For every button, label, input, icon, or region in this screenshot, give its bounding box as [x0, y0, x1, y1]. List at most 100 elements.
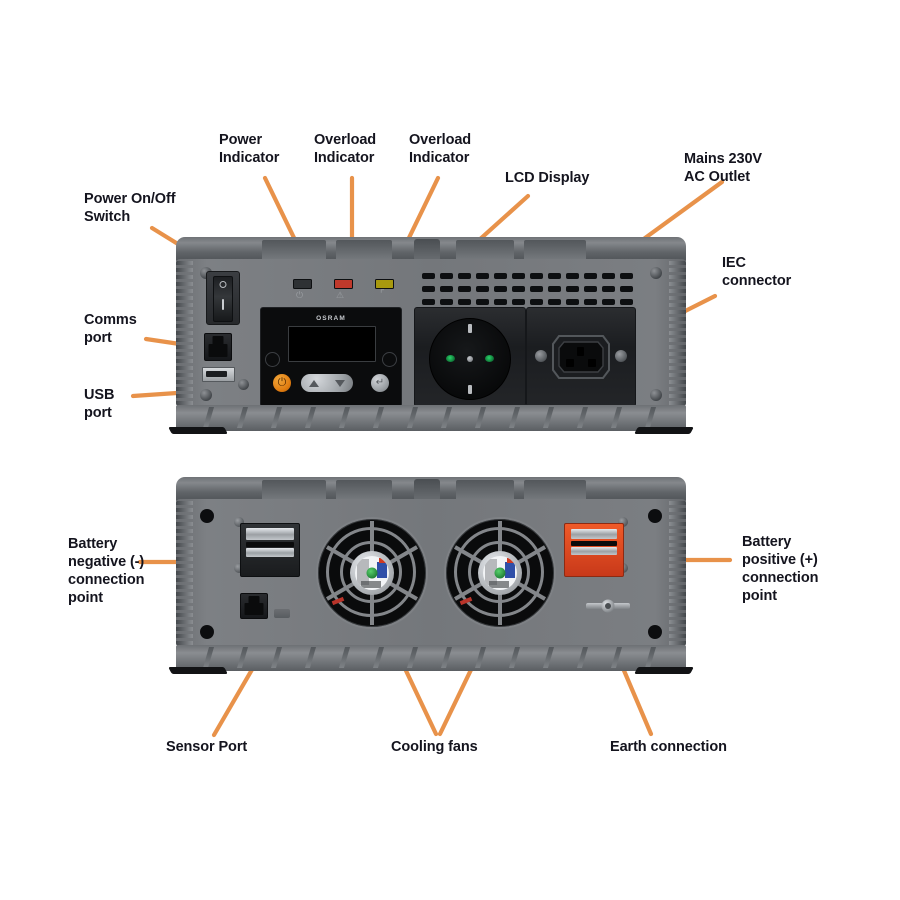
- arrow-up-icon: [309, 380, 319, 387]
- comms-port-key: [212, 336, 224, 345]
- outlet-center-screw: [467, 356, 473, 362]
- cap-wedge: [262, 480, 326, 501]
- iec-connector[interactable]: [551, 334, 611, 380]
- iec-screw-right[interactable]: [615, 350, 627, 362]
- label-power-on-off-switch: Power On/Off Switch: [84, 191, 176, 225]
- lcd-display: [288, 326, 376, 362]
- label-lcd-display: LCD Display: [505, 170, 590, 186]
- heatsink-fins-right: [669, 499, 686, 647]
- heatsink-fins-right: [669, 259, 686, 407]
- brand-label: OSRAM: [316, 315, 346, 322]
- sensor-port-cavity: [244, 603, 264, 615]
- rear-label-plate: [274, 609, 290, 618]
- power-on-off-switch[interactable]: [206, 271, 240, 325]
- comms-port-cavity: [208, 344, 228, 357]
- cap-wedge: [336, 480, 392, 501]
- cap-wedge: [524, 480, 586, 501]
- control-module: OSRAM ⏻ ↵: [260, 307, 402, 407]
- mounting-foot-right: [634, 427, 694, 434]
- fan-spoke: [498, 573, 502, 625]
- corner-boss: [200, 389, 212, 401]
- corner-hole: [648, 509, 662, 523]
- panel-screw: [618, 517, 628, 527]
- label-iec-connector: IEC connector: [722, 255, 792, 289]
- terminal-clamp-bar: [246, 528, 294, 540]
- fan-hub-center: [494, 567, 506, 579]
- terminal-slot: [246, 542, 294, 547]
- label-battery-positive: Battery positive (+) connection point: [742, 534, 819, 604]
- bezel-ring-left: [265, 352, 280, 367]
- power-icon: ⏻: [277, 376, 287, 389]
- enter-icon: ↵: [375, 377, 385, 388]
- cooling-fan-right: [444, 517, 556, 629]
- power-symbol-icon: ⏻: [296, 290, 304, 300]
- thermometer-icon: ⌜: [380, 289, 385, 300]
- switch-on-symbol: [222, 299, 224, 310]
- comms-port[interactable]: [204, 333, 232, 361]
- earth-connection[interactable]: [586, 595, 630, 617]
- usb-port[interactable]: [202, 367, 235, 382]
- label-cooling-fans: Cooling fans: [391, 739, 478, 755]
- cap-wedge: [524, 240, 586, 261]
- label-overload-indicator-2: Overload Indicator: [409, 132, 472, 166]
- overload-indicator-led-red: [334, 279, 353, 289]
- ac-outlet-recess: [414, 307, 526, 407]
- power-indicator-led: [293, 279, 312, 289]
- corner-boss: [650, 389, 662, 401]
- enter-button[interactable]: ↵: [371, 374, 389, 392]
- panel-screw: [234, 563, 244, 573]
- switch-off-symbol: [219, 281, 227, 288]
- terminal-slot: [571, 541, 617, 546]
- label-power-indicator: Power Indicator: [219, 132, 280, 166]
- fan-spoke: [370, 573, 374, 625]
- earth-clip-bottom: [468, 385, 472, 394]
- corner-hole: [200, 509, 214, 523]
- mounting-foot-left: [168, 427, 228, 434]
- warning-triangle-icon: ⚠: [336, 290, 345, 300]
- mounting-foot-right: [634, 667, 694, 674]
- earth-wing-right: [613, 603, 630, 609]
- power-button[interactable]: ⏻: [273, 374, 291, 392]
- earth-wing-left: [586, 603, 603, 609]
- outlet-pin-left: [446, 355, 455, 362]
- up-down-button-pair[interactable]: [301, 374, 353, 392]
- terminal-clamp-bar-lower: [571, 547, 617, 555]
- corner-hole: [200, 625, 214, 639]
- mains-ac-outlet[interactable]: [429, 318, 511, 400]
- terminal-clamp-bar: [571, 529, 617, 539]
- label-usb-port: USB port: [84, 387, 115, 421]
- fan-hub-center: [366, 567, 378, 579]
- usb-port-cavity: [206, 371, 227, 377]
- earth-clip-top: [468, 324, 472, 333]
- heatsink-fins-left: [176, 259, 193, 407]
- inverter-rear-view: [168, 477, 694, 683]
- battery-positive-terminal[interactable]: [564, 523, 624, 577]
- cap-wedge: [336, 240, 392, 261]
- bezel-ring-right: [382, 352, 397, 367]
- iec-screw-left[interactable]: [535, 350, 547, 362]
- rear-base-rail: [176, 645, 686, 671]
- cap-wedge: [456, 480, 514, 501]
- front-body: ⏻ ⚠ ⌜ OSRAM: [176, 259, 686, 407]
- outlet-pin-right: [485, 355, 494, 362]
- terminal-clamp-bar-lower: [246, 548, 294, 557]
- cap-wedge: [262, 240, 326, 261]
- cap-notch: [414, 479, 440, 501]
- battery-negative-terminal[interactable]: [240, 523, 300, 577]
- cap-notch: [414, 239, 440, 261]
- mounting-foot-left: [168, 667, 228, 674]
- label-earth-connection: Earth connection: [610, 739, 727, 755]
- cap-wedge: [456, 240, 514, 261]
- sensor-port-key: [248, 596, 260, 604]
- label-overload-indicator-1: Overload Indicator: [314, 132, 377, 166]
- corner-boss: [650, 267, 662, 279]
- rear-body: [176, 499, 686, 647]
- front-base-rail: [176, 405, 686, 431]
- corner-hole: [648, 625, 662, 639]
- label-comms-port: Comms port: [84, 312, 137, 346]
- arrow-down-icon: [335, 380, 345, 387]
- heatsink-fins-left: [176, 499, 193, 647]
- label-battery-negative: Battery negative (-) connection point: [68, 536, 145, 606]
- sensor-port[interactable]: [240, 593, 268, 619]
